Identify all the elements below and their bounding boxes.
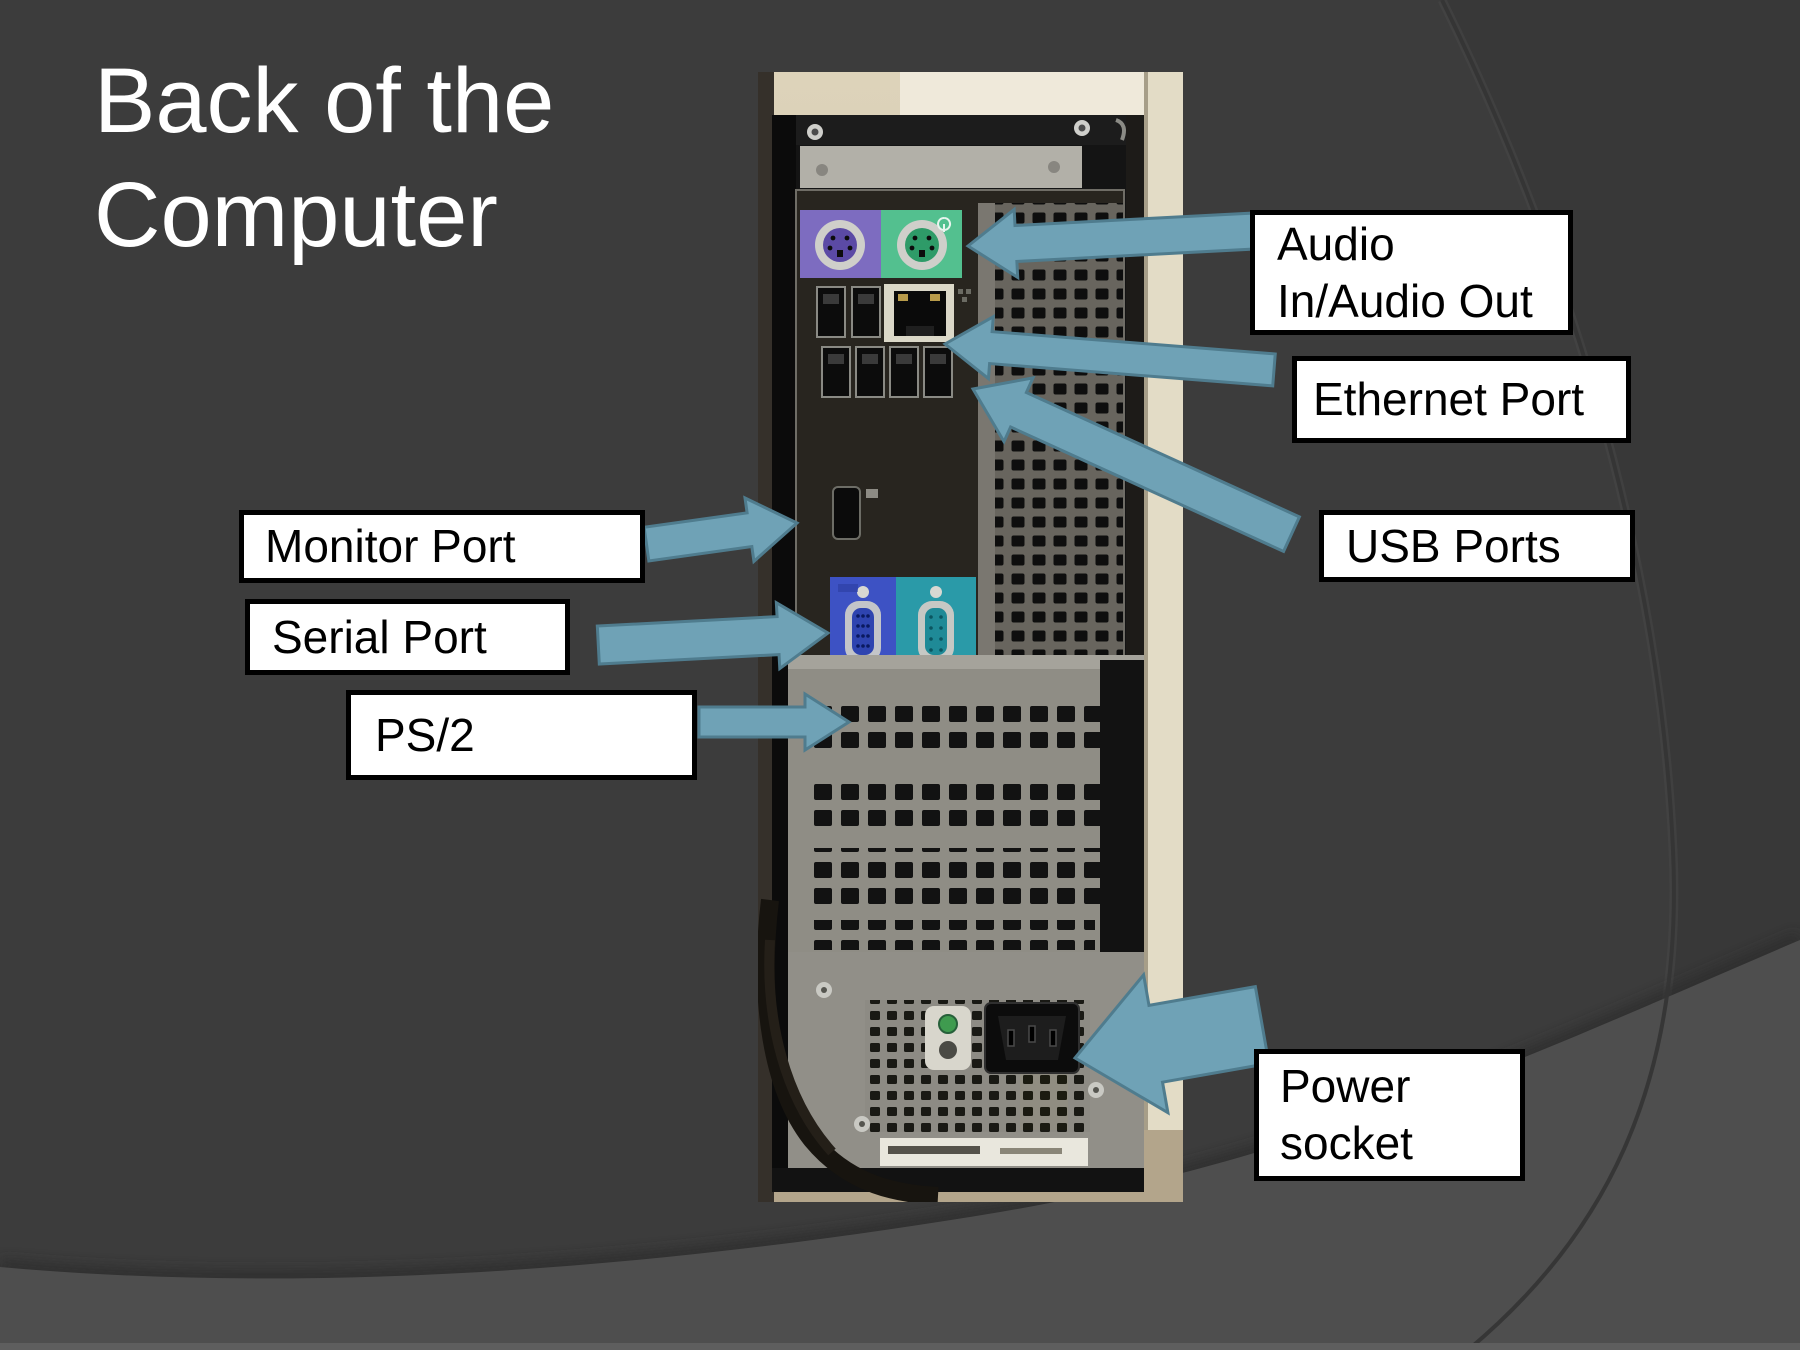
title-line-2: Computer — [94, 164, 498, 266]
title-line-1: Back of the — [94, 50, 555, 152]
label-serial-text: Serial Port — [272, 610, 487, 663]
blank-plate — [800, 146, 1082, 188]
monitor-arrow — [642, 495, 800, 565]
ethernet-port — [884, 284, 971, 342]
label-audio-line-2: In/Audio Out — [1277, 274, 1533, 327]
label-power-socket: Power socket — [1254, 1049, 1525, 1181]
audio-arrow — [965, 206, 1259, 281]
usb-row-1 — [816, 286, 881, 338]
photo-frame-line — [1144, 72, 1148, 1157]
label-ethernet-port: Ethernet Port — [1292, 356, 1631, 443]
label-ps2: PS/2 — [346, 690, 697, 780]
page-title: Back of the Computer — [94, 44, 554, 272]
label-ethernet-text: Ethernet Port — [1313, 373, 1585, 425]
power-cable — [758, 898, 939, 1202]
power-socket — [984, 1002, 1080, 1074]
label-monitor-port: Monitor Port — [239, 510, 645, 583]
psu-indicator — [925, 1006, 971, 1070]
swoosh — [0, 940, 1800, 1350]
bottom-strip — [0, 1343, 1800, 1350]
label-serial-port: Serial Port — [245, 599, 570, 675]
ps2-ports — [800, 210, 962, 278]
ps2-arrow — [697, 691, 852, 753]
serial-arrow — [595, 599, 831, 672]
displayport — [832, 486, 878, 540]
label-ps2-text: PS/2 — [375, 708, 475, 761]
ethernet-arrow — [942, 314, 1277, 388]
label-audio-in-out: Audio In/Audio Out — [1250, 210, 1573, 335]
label-monitor-text: Monitor Port — [265, 520, 516, 572]
usb-arrow — [970, 375, 1302, 554]
label-audio-line-1: Audio — [1277, 217, 1395, 270]
usb-row-2 — [821, 346, 953, 398]
label-usb-ports: USB Ports — [1319, 510, 1635, 582]
label-power-line-1: Power — [1280, 1060, 1411, 1112]
label-usb-text: USB Ports — [1346, 519, 1561, 572]
label-power-line-2: socket — [1280, 1117, 1413, 1169]
power-arrow — [1072, 971, 1271, 1116]
